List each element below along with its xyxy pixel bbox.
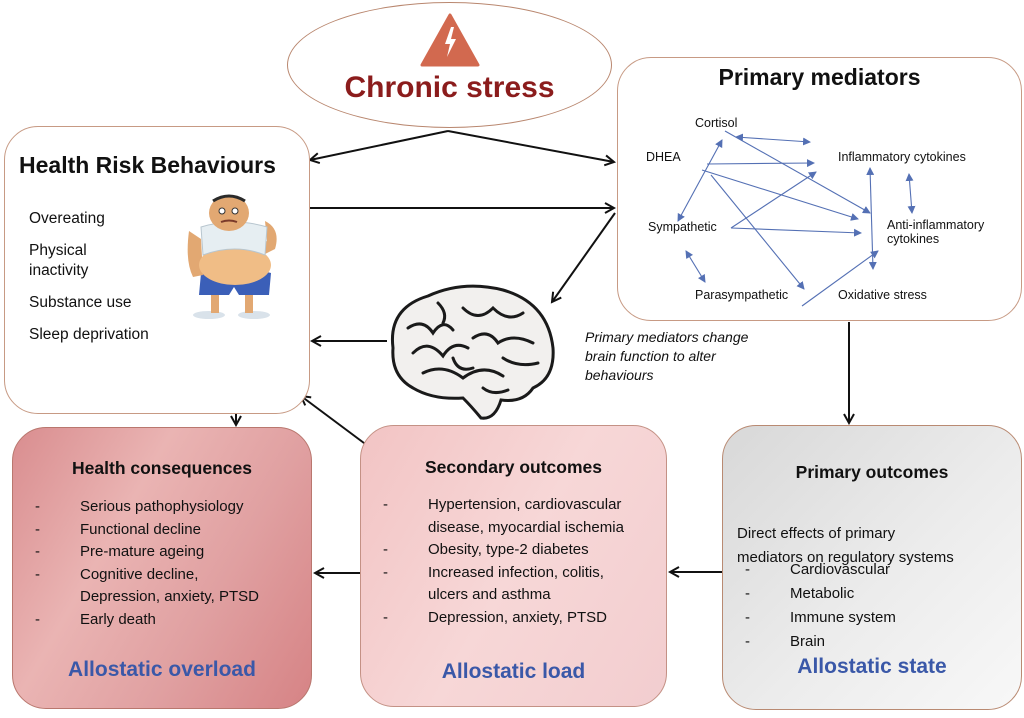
- arrow-mediators-to-brain: [552, 212, 616, 302]
- arrow-secondary-to-behaviours: [301, 396, 369, 447]
- list-item: -Hypertension, cardiovascular: [383, 496, 622, 513]
- mediator-arrow: [730, 227, 862, 237]
- primary-outcomes-box: Primary outcomes Direct effects of prima…: [722, 425, 1022, 710]
- behaviour-item: Overeating: [29, 210, 105, 227]
- allostatic-overload-label: Allostatic overload: [68, 658, 256, 681]
- health-risk-behaviours-title: Health Risk Behaviours: [19, 152, 276, 178]
- brain-caption: Primary mediators change brain function …: [585, 329, 749, 383]
- warning-lightning-icon: [420, 13, 480, 67]
- mediator-arrow: [701, 169, 859, 221]
- arrow-stress-to-behaviours: [310, 130, 449, 160]
- mediator-arrow: [866, 167, 877, 270]
- primary-outcomes-title: Primary outcomes: [795, 462, 949, 482]
- primary-outcomes-description: Direct effects of primary mediators on r…: [737, 525, 954, 566]
- overweight-man-illustration: [187, 194, 277, 319]
- mediator-arrow: [801, 250, 879, 307]
- mediator-arrow: [677, 139, 723, 222]
- list-item: -Depression, anxiety, PTSD: [383, 608, 607, 626]
- primary-mediators-title: Primary mediators: [718, 64, 921, 90]
- behaviour-item: Sleep deprivation: [29, 326, 149, 343]
- list-item: -Serious pathophysiology: [35, 498, 244, 515]
- list-item: -Obesity, type-2 diabetes: [383, 541, 589, 558]
- mediator-arrow: [706, 159, 815, 168]
- health-consequences-box: Health consequences -Serious pathophysio…: [12, 427, 312, 709]
- health-consequences-list: -Serious pathophysiology -Functional dec…: [35, 496, 259, 631]
- primary-outcomes-list: -Cardiovascular -Metabolic -Immune syste…: [745, 558, 896, 654]
- list-item: -Metabolic: [745, 585, 855, 602]
- node-parasympathetic: Parasympathetic: [695, 288, 789, 302]
- allostatic-state-label: Allostatic state: [797, 655, 947, 678]
- mediator-arrow: [735, 133, 811, 146]
- list-item: -Cognitive decline,: [35, 565, 199, 583]
- secondary-outcomes-list: -Hypertension, cardiovascular disease, m…: [383, 494, 624, 629]
- health-consequences-title: Health consequences: [72, 458, 252, 478]
- node-inflammatory-cytokines: Inflammatory cytokines: [838, 150, 966, 164]
- node-dhea: DHEA: [646, 150, 681, 164]
- list-item: -Functional decline: [35, 520, 201, 538]
- chronic-stress-node: Chronic stress: [287, 2, 612, 128]
- mediator-arrow: [685, 250, 706, 283]
- list-item: -Cardiovascular: [745, 561, 891, 578]
- health-risk-behaviours-box: Health Risk Behaviours Overeating Physic…: [4, 126, 310, 414]
- list-item: -Brain: [745, 633, 826, 650]
- list-item: -Early death: [35, 610, 156, 628]
- behaviour-item: Substance use: [29, 294, 132, 311]
- chronic-stress-title: Chronic stress: [344, 71, 555, 104]
- node-sympathetic: Sympathetic: [648, 220, 717, 234]
- arrow-stress-to-mediators: [447, 130, 614, 162]
- primary-mediators-box: Primary mediators Cortisol DHEA Inflamma…: [617, 57, 1022, 321]
- node-oxidative-stress: Oxidative stress: [838, 288, 927, 302]
- list-item: -Pre-mature ageing: [35, 543, 205, 560]
- mediator-arrow: [710, 174, 805, 290]
- node-anti-inflammatory-cytokines: Anti-inflammatory cytokines: [887, 218, 985, 246]
- mediator-arrow: [730, 171, 817, 229]
- mediator-arrow: [724, 130, 871, 214]
- secondary-outcomes-box: Secondary outcomes -Hypertension, cardio…: [360, 425, 667, 707]
- brain-illustration: [390, 284, 555, 420]
- list-item: -Immune system: [745, 609, 896, 626]
- allostatic-load-label: Allostatic load: [441, 660, 586, 683]
- list-item: -Increased infection, colitis,: [383, 563, 604, 581]
- mediator-arrow: [905, 173, 916, 214]
- node-cortisol: Cortisol: [695, 116, 738, 130]
- secondary-outcomes-title: Secondary outcomes: [425, 457, 602, 477]
- mediator-network-arrows: [677, 130, 916, 307]
